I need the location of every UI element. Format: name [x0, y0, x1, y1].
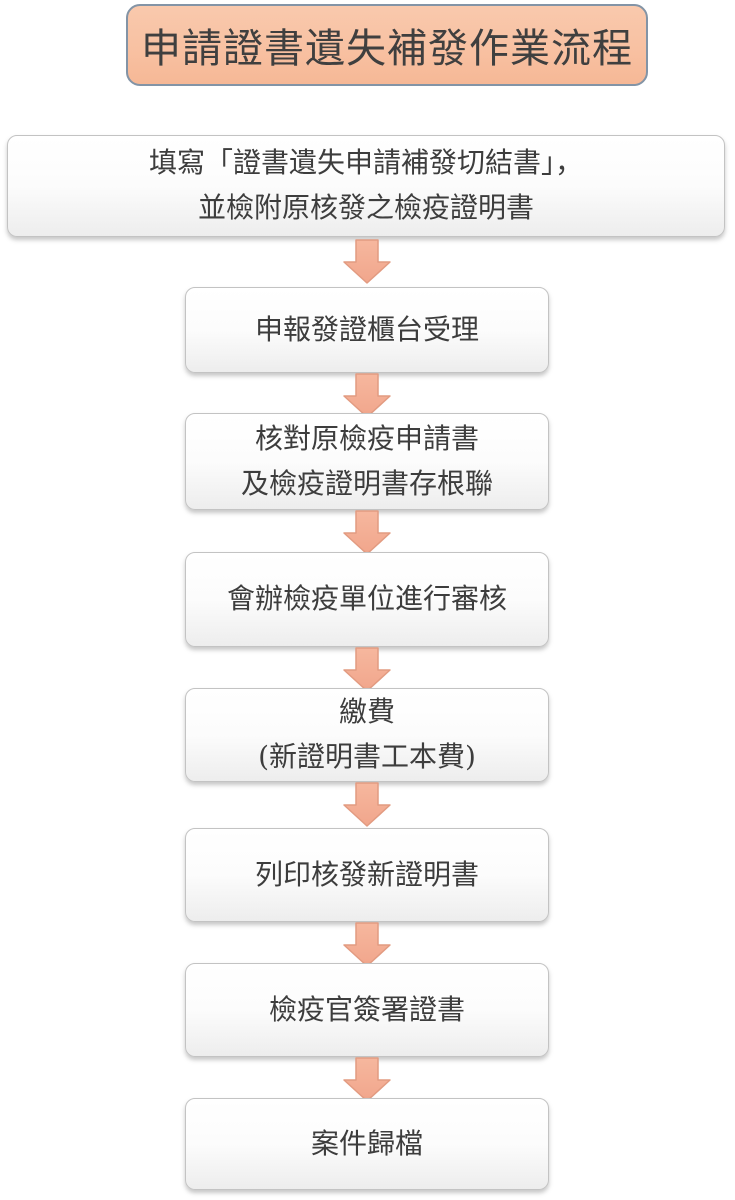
step-text-line: 核對原檢疫申請書	[254, 421, 479, 455]
down-arrow-icon	[343, 922, 391, 967]
flow-step-quarantine-review: 會辦檢疫單位進行審核	[185, 552, 549, 647]
flow-step-counter-acceptance: 申報發證櫃台受理	[185, 287, 549, 373]
step-text-line: 申報發證櫃台受理	[254, 312, 479, 346]
step-text-line: 繳費	[338, 695, 395, 729]
step-text-line: 檢疫官簽署證書	[268, 992, 465, 1026]
step-text-line: 填寫「證書遺失申請補發切結書」，	[148, 146, 583, 180]
flow-step-print-new-certificate: 列印核發新證明書	[185, 828, 549, 922]
down-arrow-icon	[343, 1057, 391, 1102]
flowchart-title: 申請證書遺失補發作業流程	[141, 26, 633, 72]
flow-step-payment: 繳費 (新證明書工本費)	[185, 688, 549, 782]
flow-step-officer-signature: 檢疫官簽署證書	[185, 963, 549, 1057]
down-arrow-icon	[343, 647, 391, 692]
step-text-line: 列印核發新證明書	[254, 857, 479, 891]
flow-step-case-filing: 案件歸檔	[185, 1098, 549, 1190]
down-arrow-icon	[343, 373, 391, 418]
step-text-line: (新證明書工本費)	[258, 740, 476, 773]
down-arrow-icon	[343, 782, 391, 827]
step-text-line: 會辦檢疫單位進行審核	[226, 582, 507, 616]
step-text-line: 並檢附原核發之檢疫證明書	[197, 191, 534, 224]
step-text-line: 案件歸檔	[310, 1126, 423, 1160]
flow-step-verify-original: 核對原檢疫申請書 及檢疫證明書存根聯	[185, 413, 549, 510]
flowchart-title-box: 申請證書遺失補發作業流程	[126, 4, 648, 86]
flow-step-fill-affidavit: 填寫「證書遺失申請補發切結書」， 並檢附原核發之檢疫證明書	[7, 135, 725, 237]
step-text-line: 及檢疫證明書存根聯	[240, 466, 493, 500]
down-arrow-icon	[343, 239, 391, 284]
down-arrow-icon	[343, 510, 391, 555]
